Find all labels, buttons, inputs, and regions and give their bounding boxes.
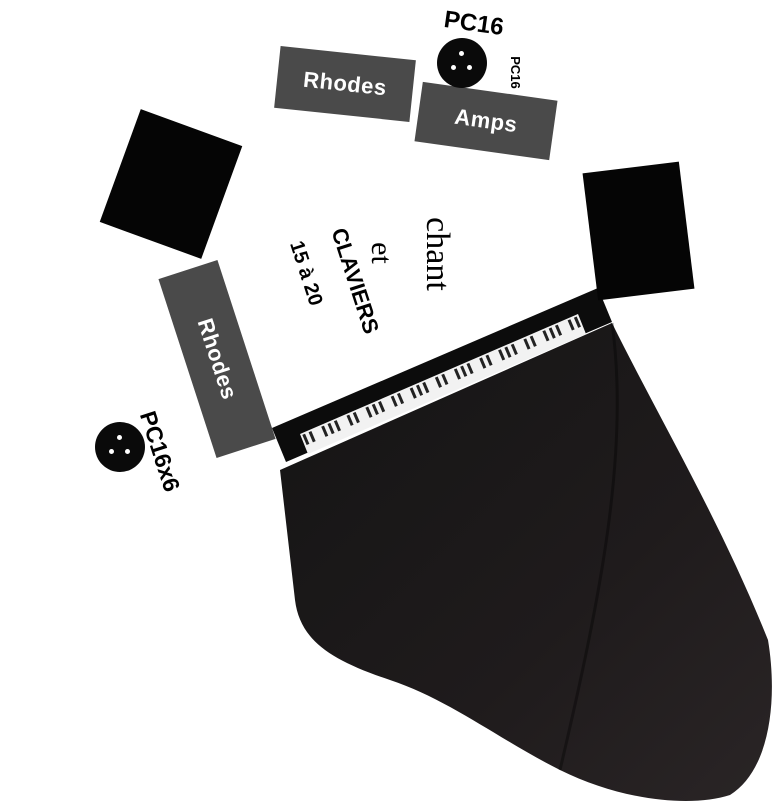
black-key <box>498 349 506 361</box>
black-key <box>302 433 310 446</box>
black-key <box>548 327 556 339</box>
black-key <box>434 376 442 388</box>
black-key <box>371 403 379 416</box>
black-key <box>365 406 373 418</box>
black-key <box>327 422 335 435</box>
black-key <box>453 368 461 380</box>
black-key <box>352 411 360 424</box>
black-key <box>346 414 354 426</box>
black-key <box>555 324 563 336</box>
black-key <box>573 316 581 328</box>
black-key <box>390 395 398 407</box>
black-key <box>460 365 468 377</box>
black-key <box>504 346 512 358</box>
black-key <box>510 343 518 356</box>
black-key <box>523 338 531 350</box>
black-key <box>308 431 316 443</box>
black-key <box>333 420 341 432</box>
monitor-block-right <box>582 161 695 301</box>
label-chant: chant <box>418 217 456 291</box>
black-key <box>378 401 386 413</box>
xlr-plug-icon-top <box>437 38 487 88</box>
black-key <box>466 362 474 375</box>
black-key <box>479 357 487 369</box>
black-key <box>321 425 329 437</box>
black-key <box>529 335 537 347</box>
label-pc16-side: PC16 <box>506 54 524 91</box>
xlr-plug-icon-left <box>95 422 145 472</box>
black-key <box>485 354 493 366</box>
black-key <box>441 373 449 386</box>
label-et: et <box>364 242 398 264</box>
black-key <box>422 381 430 394</box>
black-key <box>416 384 424 396</box>
black-key <box>397 392 405 405</box>
black-key <box>409 387 417 399</box>
piano-body <box>280 323 772 802</box>
black-key <box>542 330 550 342</box>
black-key <box>567 319 575 331</box>
